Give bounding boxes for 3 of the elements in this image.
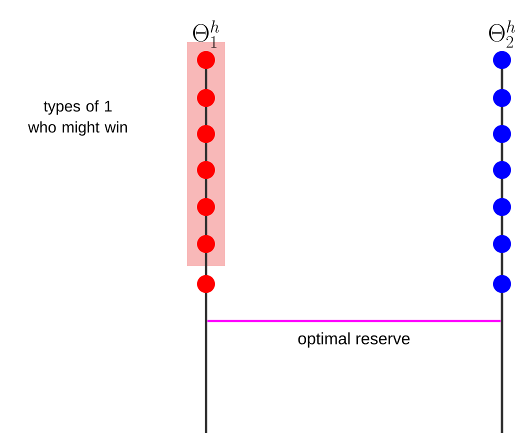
side-note: types of 1 who might win (28, 100, 127, 136)
edge-label: optimal reserve (298, 332, 410, 348)
reserve-line (207, 320, 501, 322)
